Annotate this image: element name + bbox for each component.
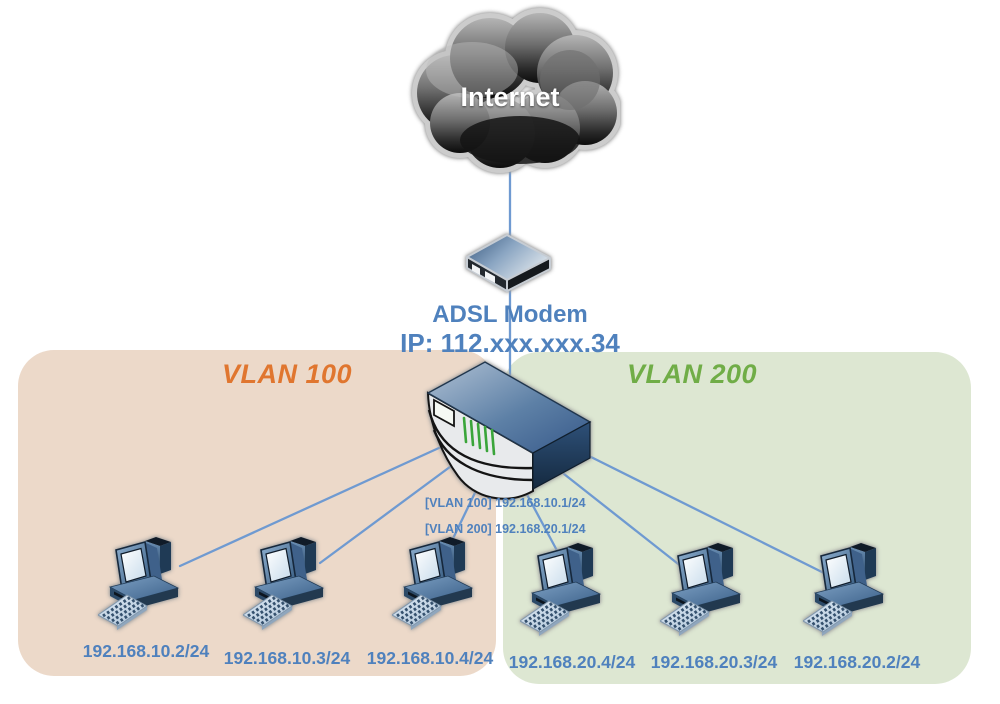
internet-cloud-icon: [400, 8, 622, 176]
wire-router-pc1: [178, 440, 454, 568]
router-vlan200-ip: [VLAN 200] 192.168.20.1/24: [425, 522, 586, 536]
vlan200-pc2-icon: [660, 540, 760, 640]
vlan200-pc1-icon: [520, 540, 620, 640]
adsl-modem-icon: [455, 228, 565, 300]
router-interface-labels: [VLAN 100] 192.168.10.1/24 [VLAN 200] 19…: [425, 496, 600, 548]
wire-router-pc4: [522, 487, 563, 560]
vlan200-label: VLAN 200: [626, 359, 758, 389]
wire-router-pc6: [589, 455, 840, 582]
router-display: [433, 398, 455, 428]
vlan200-pc2-ip-label: 192.168.20.3/24: [650, 652, 778, 672]
vlan200-zone: [503, 352, 971, 684]
vlan200-pc3-ip-label: 192.168.20.2/24: [793, 652, 921, 672]
vlan100-pc3-ip-label: 192.168.10.4/24: [366, 648, 494, 668]
modem-ip-label: IP: 112.xxx.xxx.34: [400, 327, 620, 358]
vlan100-pc2-icon: [243, 534, 343, 634]
vlan200-pc1-ip-label: 192.168.20.4/24: [508, 652, 636, 672]
vlan100-pc3-icon: [392, 534, 492, 634]
vlan100-pc2-ip-label: 192.168.10.3/24: [223, 648, 351, 668]
internet-label: Internet: [460, 82, 560, 112]
vlan200-pc3-icon: [803, 540, 903, 640]
modem-caption: ADSL Modem IP: 112.xxx.xxx.34: [355, 301, 665, 358]
vlan100-pc1-ip-label: 192.168.10.2/24: [82, 641, 210, 661]
vlan100-pc1-icon: [98, 534, 198, 634]
wire-router-pc5: [562, 472, 698, 580]
router-leds: [462, 416, 496, 456]
wire-router-pc2: [318, 456, 464, 565]
vlan100-label: VLAN 100: [221, 359, 353, 389]
router-icon: [418, 356, 600, 506]
router-vlan100-ip: [VLAN 100] 192.168.10.1/24: [425, 496, 586, 510]
modem-name-label: ADSL Modem: [432, 301, 588, 328]
